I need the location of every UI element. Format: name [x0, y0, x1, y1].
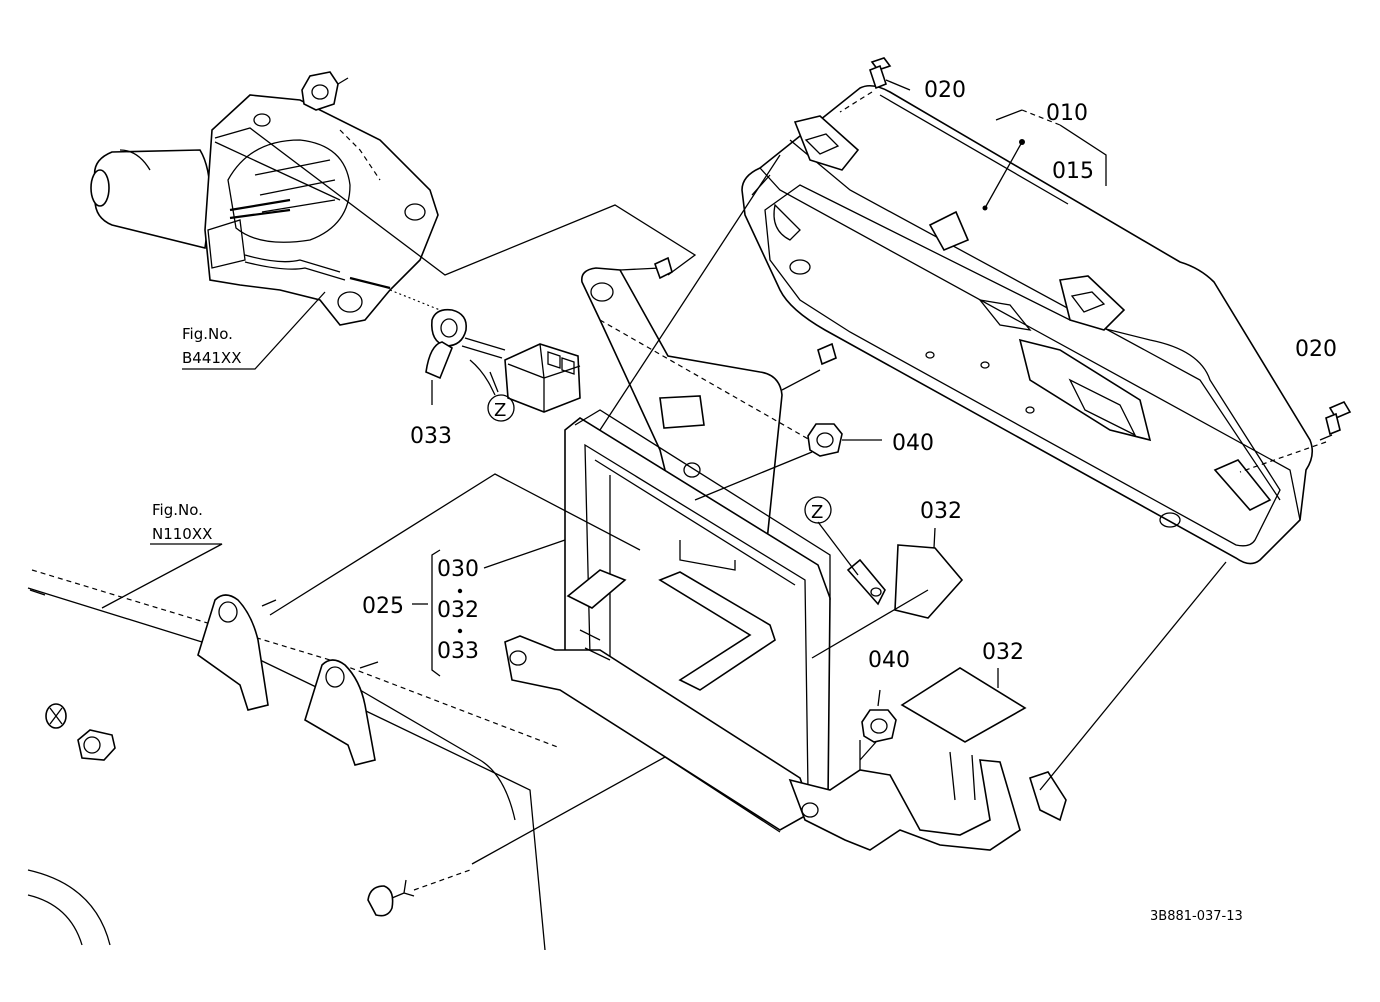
nut-040-upper [807, 423, 843, 457]
group-025-bracket [412, 549, 463, 677]
label-020-top: 020 [924, 78, 966, 103]
label-033: 033 [410, 424, 452, 449]
connector-033-assembly [425, 308, 581, 413]
fig-ref-n110-line1: Fig.No. [152, 501, 203, 519]
fig-ref-b441-line1: Fig.No. [182, 325, 233, 343]
callout-z-left: Z [494, 400, 506, 421]
nut-040-lower [861, 709, 897, 743]
label-033-group: 033 [437, 639, 479, 664]
label-032-upper: 032 [920, 499, 962, 524]
pad-032-lower [900, 667, 1027, 743]
clip-z [846, 558, 886, 606]
fig-ref-b441-line2: B441XX [182, 349, 241, 367]
bracket-030 [504, 256, 1067, 851]
screw-020-top [869, 57, 911, 91]
label-040-upper: 040 [892, 431, 934, 456]
pad-032-upper [894, 544, 964, 619]
leader-lines [101, 91, 1333, 865]
label-032-lower: 032 [982, 640, 1024, 665]
label-040-lower: 040 [868, 648, 910, 673]
cover-panel [27, 569, 561, 951]
callout-z-circle-center [804, 496, 832, 524]
label-010: 010 [1046, 101, 1088, 126]
screw-020-right [1325, 400, 1352, 436]
label-020-right: 020 [1295, 337, 1337, 362]
label-030: 030 [437, 557, 479, 582]
label-032-group: 032 [437, 598, 479, 623]
meter-panel-010 [741, 84, 1314, 565]
callout-z-circle-left [487, 394, 515, 422]
label-015: 015 [1052, 159, 1094, 184]
label-025: 025 [362, 594, 404, 619]
drawing-code: 3B881-037-13 [1150, 909, 1243, 924]
callout-z-center: Z [811, 502, 823, 523]
wiper-motor-assembly [90, 71, 441, 326]
fig-ref-n110-line2: N110XX [152, 525, 212, 543]
